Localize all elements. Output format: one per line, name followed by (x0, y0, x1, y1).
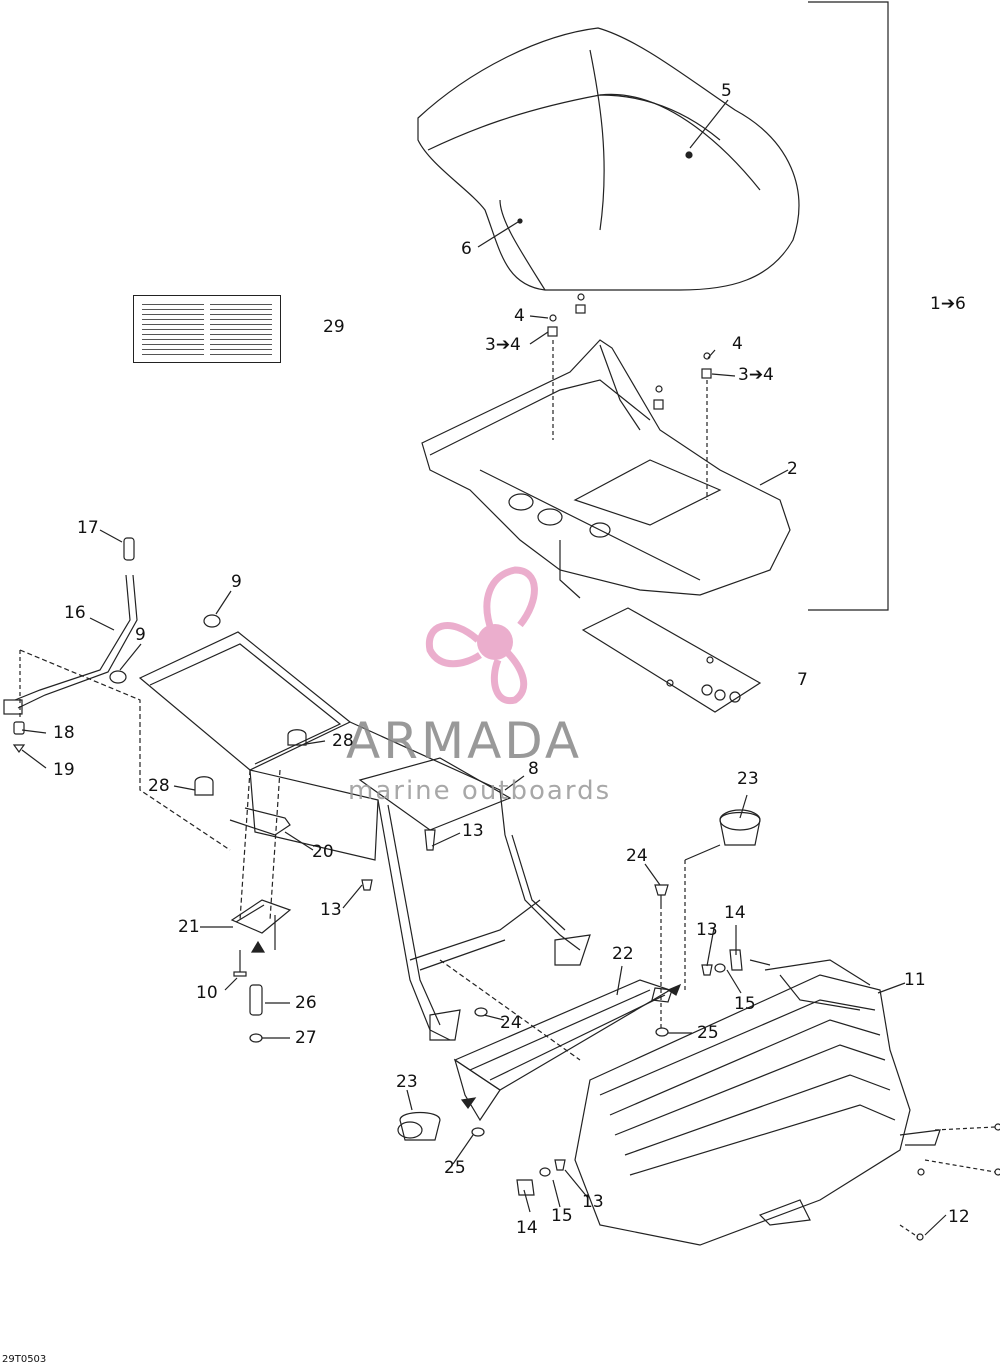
callout-8: 8 (528, 759, 539, 779)
callout-3-to-4-a: 3➔4 (485, 335, 521, 355)
callout-26: 26 (295, 993, 317, 1013)
callout-18: 18 (53, 723, 75, 743)
watermark-logo (425, 566, 538, 705)
callout-13-c: 13 (696, 920, 718, 940)
callout-10: 10 (196, 983, 218, 1003)
step-bracket (230, 899, 292, 1043)
callout-3-to-4-b: 3➔4 (738, 365, 774, 385)
rod-assembly (3, 537, 138, 754)
clip (229, 807, 291, 836)
callout-15-b: 15 (551, 1206, 573, 1226)
callout-19: 19 (53, 760, 75, 780)
plate (581, 607, 762, 713)
callout-20: 20 (312, 842, 334, 862)
callout-24-a: 24 (626, 846, 648, 866)
callout-1-to-6: 1➔6 (930, 294, 966, 314)
callout-23-a: 23 (737, 769, 759, 789)
watermark-subtitle: marine outboards (348, 776, 612, 806)
callout-25-a: 25 (697, 1023, 719, 1043)
leader-lines (21, 99, 947, 1236)
callout-23-b: 23 (396, 1072, 418, 1092)
group-bracket (808, 1, 889, 611)
assembly-arrows (250, 844, 721, 1110)
rear-bumper (574, 959, 1000, 1246)
diagram-reference-code: 29T0503 (2, 1354, 47, 1365)
frame (19, 631, 591, 1061)
callout-15-a: 15 (734, 994, 756, 1014)
bumpers (109, 614, 307, 796)
callout-29: 29 (323, 317, 345, 337)
callout-14-b: 14 (516, 1218, 538, 1238)
decal-text-block-right (210, 302, 272, 356)
seat-cushion (417, 27, 800, 291)
callout-14-a: 14 (724, 903, 746, 923)
callout-16: 16 (64, 603, 86, 623)
callout-13-a: 13 (462, 821, 484, 841)
callout-4-a: 4 (514, 306, 525, 326)
seat-base (421, 339, 791, 599)
callout-6: 6 (461, 239, 472, 259)
decal-text-block-left (142, 302, 204, 356)
callout-9-b: 9 (135, 625, 146, 645)
callout-21: 21 (178, 917, 200, 937)
callout-9-a: 9 (231, 572, 242, 592)
callout-13-b: 13 (320, 900, 342, 920)
callout-12: 12 (948, 1207, 970, 1227)
side-hardware (361, 829, 771, 1196)
callout-24-b: 24 (500, 1013, 522, 1033)
callout-25-b: 25 (444, 1158, 466, 1178)
seat-hardware (547, 293, 712, 500)
callout-13-d: 13 (582, 1192, 604, 1212)
callout-5: 5 (721, 81, 732, 101)
watermark-brand: ARMADA (346, 712, 583, 770)
callout-22: 22 (612, 944, 634, 964)
callout-17: 17 (77, 518, 99, 538)
callout-2: 2 (787, 459, 798, 479)
callout-28-a: 28 (332, 731, 354, 751)
callout-28-b: 28 (148, 776, 170, 796)
warning-decal (133, 295, 281, 363)
callout-4-b: 4 (732, 334, 743, 354)
callout-27: 27 (295, 1028, 317, 1048)
callout-11: 11 (904, 970, 926, 990)
callout-7: 7 (797, 670, 808, 690)
